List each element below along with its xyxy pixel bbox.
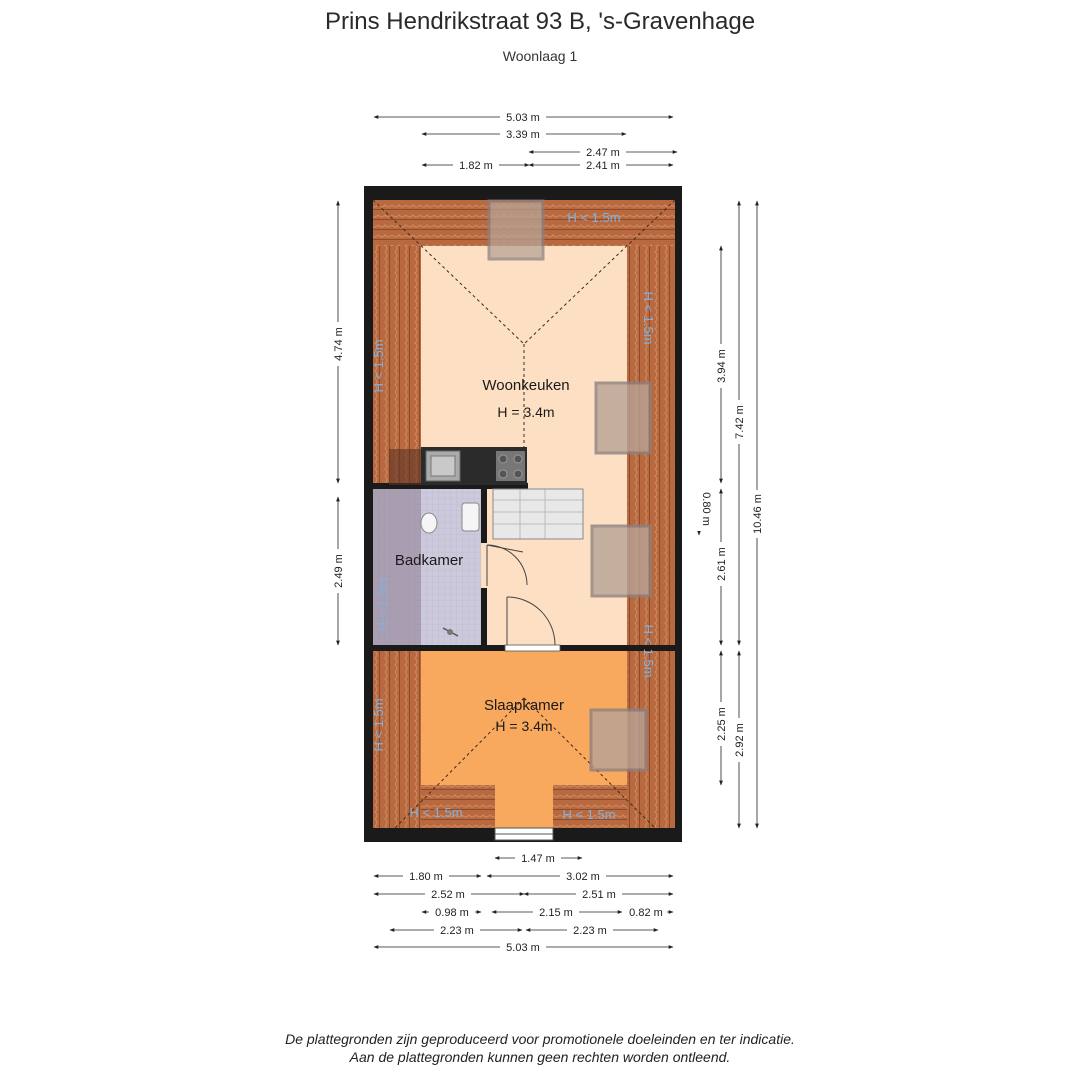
bathroom-fixtures — [420, 502, 480, 637]
dim-top-2: 3.39 m — [506, 129, 540, 141]
disclaimer-line-2: Aan de plattegronden kunnen geen rechten… — [349, 1049, 731, 1065]
dim-bottom-4: 2.52 m — [431, 889, 465, 901]
dim-bottom-1: 1.47 m — [521, 853, 555, 865]
dim-bottom-8: 0.82 m — [629, 907, 663, 919]
skylights — [487, 199, 652, 772]
dimension-labels: 5.03 m 3.39 m 2.47 m 1.82 m 2.41 m 4.74 … — [331, 110, 764, 954]
dim-right-1: 3.94 m — [716, 349, 728, 383]
kitchen-counter — [389, 447, 527, 485]
room-label-slaapkamer: Slaapkamer — [484, 697, 564, 714]
page-title: Prins Hendrikstraat 93 B, 's-Gravenhage — [324, 8, 756, 35]
dim-right-5: 2.61 m — [716, 547, 728, 581]
room-height-woonkeuken: H = 3.4m — [497, 404, 554, 420]
room-label-woonkeuken: Woonkeuken — [482, 377, 569, 394]
room-label-badkamer: Badkamer — [395, 552, 463, 569]
dim-bottom-5: 2.51 m — [582, 889, 616, 901]
dim-bottom-2: 1.80 m — [409, 871, 443, 883]
staircase — [492, 488, 584, 540]
dim-left-2: 2.49 m — [333, 554, 345, 588]
dim-bottom-9: 2.23 m — [440, 925, 474, 937]
dim-top-3: 2.47 m — [586, 147, 620, 159]
low-ceiling-label-left-upper: H < 1.5m — [371, 339, 386, 392]
dim-top-1: 5.03 m — [506, 112, 540, 124]
dim-left-1: 4.74 m — [333, 327, 345, 361]
dim-right-2: 7.42 m — [734, 405, 746, 439]
doors — [486, 544, 556, 646]
low-ceiling-label-right-upper: H < 1.5m — [641, 291, 656, 344]
dim-right-3: 10.46 m — [752, 494, 764, 534]
dim-bottom-6: 0.98 m — [435, 907, 469, 919]
dim-bottom-11: 5.03 m — [506, 942, 540, 954]
dim-right-6: 2.25 m — [716, 707, 728, 741]
dim-top-4: 1.82 m — [459, 160, 493, 172]
disclaimer-line-1: De plattegronden zijn geproduceerd voor … — [285, 1031, 795, 1047]
dim-top-5: 2.41 m — [586, 160, 620, 172]
dim-right-7: 2.92 m — [734, 723, 746, 757]
low-ceiling-label-bottom-right: H < 1.5m — [562, 807, 615, 822]
low-ceiling-label-left-bath: H < 1.5m — [375, 578, 390, 631]
dim-right-4: 0.80 m — [700, 492, 712, 526]
disclaimer: De plattegronden zijn geproduceerd voor … — [0, 1030, 1080, 1066]
low-ceiling-label-top: H < 1.5m — [567, 210, 620, 225]
dim-bottom-3: 3.02 m — [566, 871, 600, 883]
low-ceiling-label-right-lower: H < 1.5m — [641, 624, 656, 677]
dim-bottom-10: 2.23 m — [573, 925, 607, 937]
room-height-slaapkamer: H = 3.4m — [495, 718, 552, 734]
dim-bottom-7: 2.15 m — [539, 907, 573, 919]
floor-subtitle: Woonlaag 1 — [502, 48, 578, 64]
low-ceiling-label-left-slaap: H < 1.5m — [371, 698, 386, 751]
low-ceiling-label-bottom-left: H < 1.5m — [409, 805, 462, 820]
